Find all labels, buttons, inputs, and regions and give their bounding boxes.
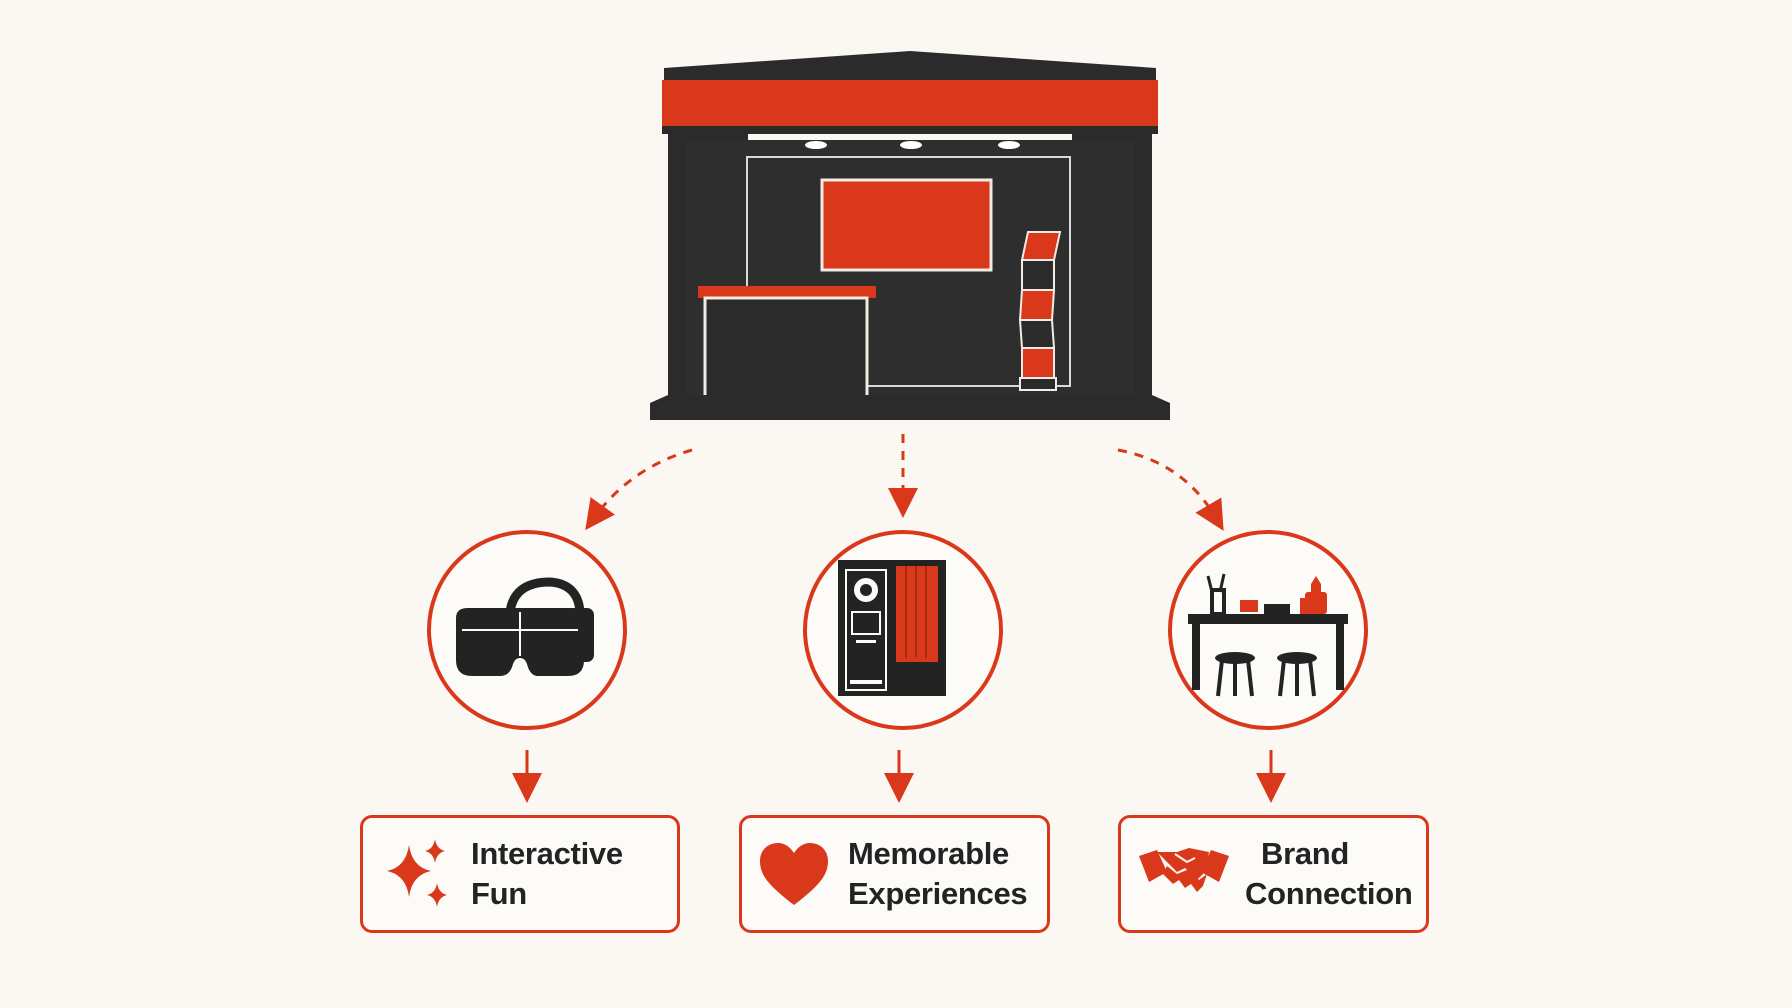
handshake-icon	[1139, 848, 1229, 898]
photo-booth-icon	[838, 560, 946, 696]
benefit-label-brand-connection: Brand Connection	[1245, 836, 1413, 911]
benefit-label-interactive-fun: Interactive Fun	[471, 836, 623, 911]
sparkle-icon	[387, 839, 447, 907]
benefit-label-memorable-experiences: Memorable Experiences	[848, 836, 1028, 911]
exhibition-booth-icon	[650, 51, 1170, 420]
heart-icon	[760, 843, 828, 905]
benefit-box-memorable-experiences: Memorable Experiences	[739, 815, 1050, 933]
dashed-arrow-right	[1117, 448, 1224, 531]
dashed-arrow-left	[585, 448, 693, 531]
benefit-box-interactive-fun: Interactive Fun	[360, 815, 680, 933]
benefit-box-brand-connection: Brand Connection	[1118, 815, 1429, 933]
workshop-table-icon	[1188, 573, 1348, 697]
vr-headset-icon	[456, 577, 594, 676]
